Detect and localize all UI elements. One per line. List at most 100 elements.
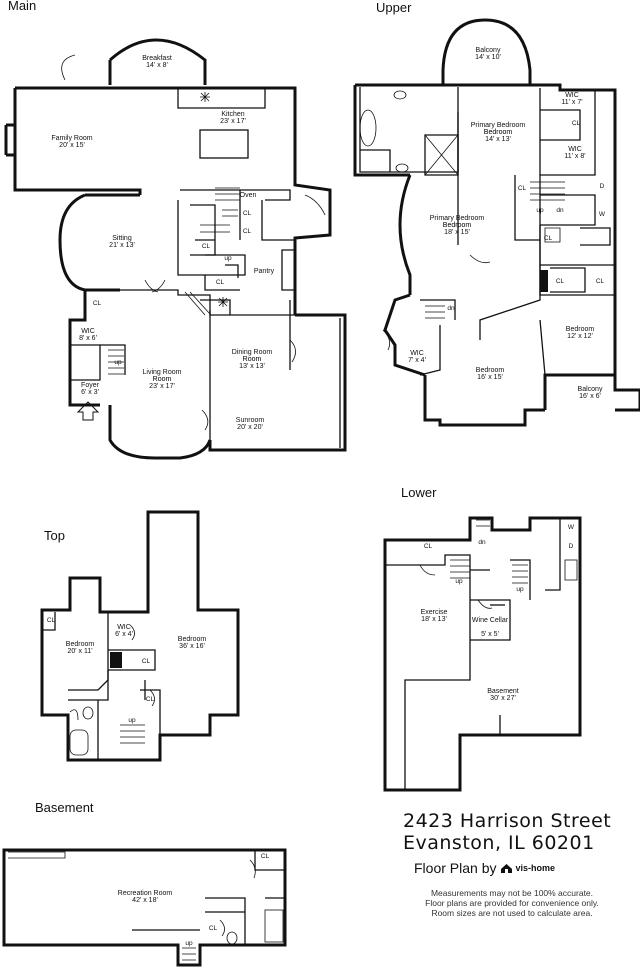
closet-label: CL <box>216 279 225 286</box>
main-floor-interior <box>70 88 346 448</box>
brand-name: vis-home <box>515 863 555 873</box>
room-size: 36' x 16' <box>179 643 205 650</box>
lower-floor-details <box>419 519 578 609</box>
address-line-1: 2423 Harrison Street <box>403 810 612 832</box>
room-name-line2: Room <box>243 356 262 363</box>
room-size: 6' x 3' <box>81 389 99 396</box>
room-name: Recreation Room <box>118 890 173 897</box>
section-title-top: Top <box>44 528 65 543</box>
room-size: 11' x 7' <box>561 99 582 106</box>
closet-label: CL <box>261 853 270 860</box>
room-name: Breakfast <box>142 55 172 62</box>
disclaimer-line: Measurements may not be 100% accurate. <box>430 888 594 898</box>
room-name-line2: Bedroom <box>443 222 472 229</box>
room-size: 23' x 17' <box>220 118 246 125</box>
room-name: Oven <box>240 192 257 199</box>
stair-down-label: dn <box>447 305 455 312</box>
closet-label: CL <box>202 243 211 250</box>
room-size: 23' x 17' <box>149 383 175 390</box>
room-name: Pantry <box>254 268 275 275</box>
upper-floor-walls <box>353 18 640 427</box>
main-floor-walls <box>4 38 347 460</box>
room-size: 14' x 13' <box>485 136 511 143</box>
room-size: 21' x 13' <box>109 242 135 249</box>
stair-up-label: up <box>516 586 524 593</box>
room-size: 6' x 4' <box>115 631 133 638</box>
lower-floor-interior <box>385 518 561 790</box>
basement-interior <box>132 850 286 945</box>
basement-walls <box>2 848 287 967</box>
room-size: 14' x 10' <box>475 54 501 61</box>
room-name: Sitting <box>112 235 132 242</box>
room-size: 18' x 13' <box>421 616 447 623</box>
closet-label: CL <box>93 300 102 307</box>
stair-down-label: dn <box>556 207 564 214</box>
main-floor-doors <box>61 54 326 431</box>
room-name: Bedroom <box>66 641 95 648</box>
top-floor-interior <box>42 612 161 760</box>
room-name: Bedroom <box>476 367 505 374</box>
room-name: Family Room <box>51 135 92 142</box>
room-size: 20' x 11' <box>67 648 92 655</box>
room-name: Primary Bedroom <box>430 215 485 222</box>
section-title-main: Main <box>8 0 37 13</box>
room-size: 18' x 15' <box>444 229 470 236</box>
room-size: 42' x 18' <box>132 897 158 904</box>
room-name: Kitchen <box>221 111 244 118</box>
closet-label: CL <box>518 185 527 192</box>
room-name: Basement <box>487 688 519 695</box>
top-floor-details <box>69 624 155 756</box>
room-size: 5' x 5' <box>481 631 499 638</box>
closet-label: CL <box>243 228 252 235</box>
disclaimer-line: Floor plans are provided for convenience… <box>425 898 599 908</box>
ceiling-fan-icon <box>200 92 210 102</box>
entry-arrow-icon <box>76 401 100 421</box>
closet-label: CL <box>142 658 151 665</box>
room-name: WIC <box>410 350 424 357</box>
closet-label: CL <box>424 543 433 550</box>
disclaimer-line: Room sizes are not used to calculate are… <box>431 908 593 918</box>
basement-details <box>8 851 284 961</box>
room-name: Primary Bedroom <box>471 122 526 129</box>
room-name: Balcony <box>476 47 501 54</box>
room-name-line2: Bedroom <box>484 129 513 136</box>
stair-up-label: up <box>128 717 136 724</box>
house-icon <box>501 863 513 873</box>
closet-label: CL <box>596 278 605 285</box>
stair-up-label: up <box>185 940 193 947</box>
room-name: Balcony <box>578 386 603 393</box>
room-size: 16' x 6' <box>579 393 601 400</box>
credit-label: Floor Plan by <box>414 860 497 876</box>
stair-up-label: up <box>224 255 232 262</box>
dryer-label: D <box>600 183 605 190</box>
room-name: Dining Room <box>232 349 273 356</box>
closet-label: CL <box>209 925 218 932</box>
closet-label: CL <box>243 210 252 217</box>
room-name: Bedroom <box>178 636 207 643</box>
room-size: 8' x 6' <box>79 335 97 342</box>
top-floor-walls <box>40 510 240 762</box>
stair-down-label: dn <box>478 539 486 546</box>
stair-up-label: up <box>455 578 463 585</box>
closet-label: CL <box>47 617 56 624</box>
section-title-basement: Basement <box>35 800 94 815</box>
room-size: 12' x 12' <box>567 333 593 340</box>
room-name: Wine Cellar <box>472 617 509 624</box>
lower-floor-walls <box>383 516 582 792</box>
washer-label: W <box>568 524 575 531</box>
room-size: 16' x 15' <box>477 374 503 381</box>
room-size: 7' x 4' <box>408 357 426 364</box>
floor-plan-credit: Floor Plan by vis-home <box>414 860 555 876</box>
room-name: Bedroom <box>566 326 595 333</box>
room-name: Living Room <box>143 369 182 376</box>
room-size: 20' x 15' <box>59 142 85 149</box>
closet-label: CL <box>544 235 553 242</box>
room-size: 11' x 8' <box>564 153 585 160</box>
room-name: Exercise <box>421 609 448 616</box>
room-size: 14' x 8' <box>146 62 168 69</box>
room-size: 13' x 13' <box>239 363 265 370</box>
room-size: 20' x 20' <box>237 424 263 431</box>
room-name: Foyer <box>81 382 100 389</box>
closet-label: CL <box>146 696 155 703</box>
